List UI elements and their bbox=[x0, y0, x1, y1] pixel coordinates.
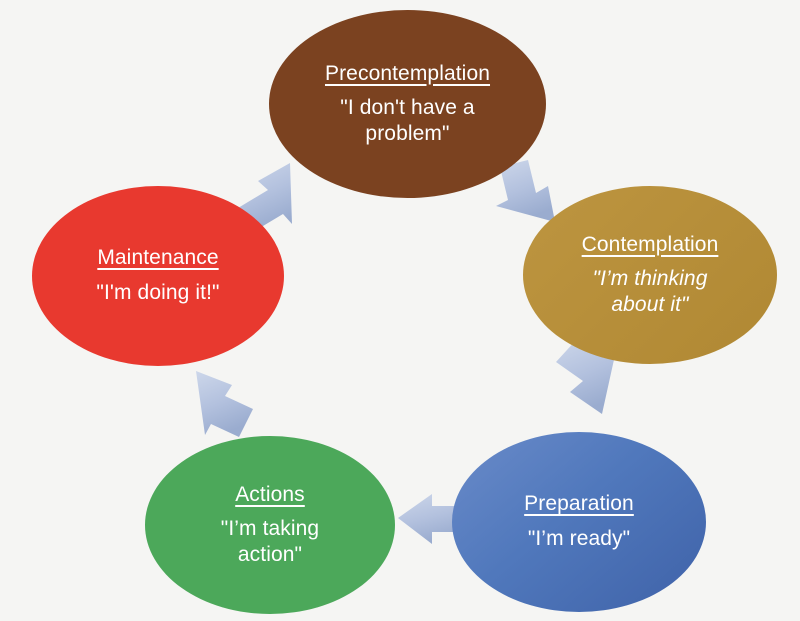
stage-quote-contemplation: "I’m thinking about it" bbox=[593, 266, 708, 317]
stage-node-maintenance[interactable]: Maintenance "I'm doing it!" bbox=[32, 186, 284, 366]
stage-quote-line1-maintenance: "I'm doing it!" bbox=[96, 281, 220, 305]
arrow-preparation-to-actions bbox=[398, 494, 466, 544]
stage-quote-line2-contemplation: about it" bbox=[611, 292, 689, 316]
stage-quote-line2-precontemplation: problem" bbox=[365, 121, 450, 145]
arrow-contemplation-to-preparation bbox=[556, 339, 617, 414]
stage-node-actions[interactable]: Actions "I’m taking action" bbox=[145, 436, 395, 614]
arrow-precontemplation-to-contemplation bbox=[496, 160, 555, 222]
stage-quote-maintenance: "I'm doing it!" bbox=[96, 280, 219, 306]
stage-title-preparation: Preparation bbox=[524, 492, 634, 516]
stage-quote-line1-actions: "I’m taking bbox=[220, 517, 320, 541]
stage-node-contemplation[interactable]: Contemplation "I’m thinking about it" bbox=[523, 186, 777, 364]
stage-quote-actions: "I’m taking action" bbox=[221, 516, 319, 567]
stage-node-preparation[interactable]: Preparation "I’m ready" bbox=[452, 432, 706, 612]
stage-quote-preparation: "I’m ready" bbox=[528, 526, 630, 552]
stage-quote-line1-contemplation: "I’m thinking bbox=[592, 267, 708, 291]
stage-title-actions: Actions bbox=[235, 482, 305, 506]
stage-quote-line1-preparation: "I’m ready" bbox=[527, 527, 631, 551]
stage-title-maintenance: Maintenance bbox=[97, 246, 219, 270]
arrow-actions-to-maintenance bbox=[196, 371, 253, 437]
stage-quote-line1-precontemplation: "I don't have a bbox=[340, 96, 475, 120]
stage-quote-line2-actions: action" bbox=[237, 542, 303, 566]
stage-title-precontemplation: Precontemplation bbox=[324, 61, 491, 85]
stage-quote-precontemplation: "I don't have a problem" bbox=[338, 95, 476, 146]
stage-title-contemplation: Contemplation bbox=[581, 232, 719, 256]
stage-node-precontemplation[interactable]: Precontemplation "I don't have a problem… bbox=[269, 10, 546, 198]
